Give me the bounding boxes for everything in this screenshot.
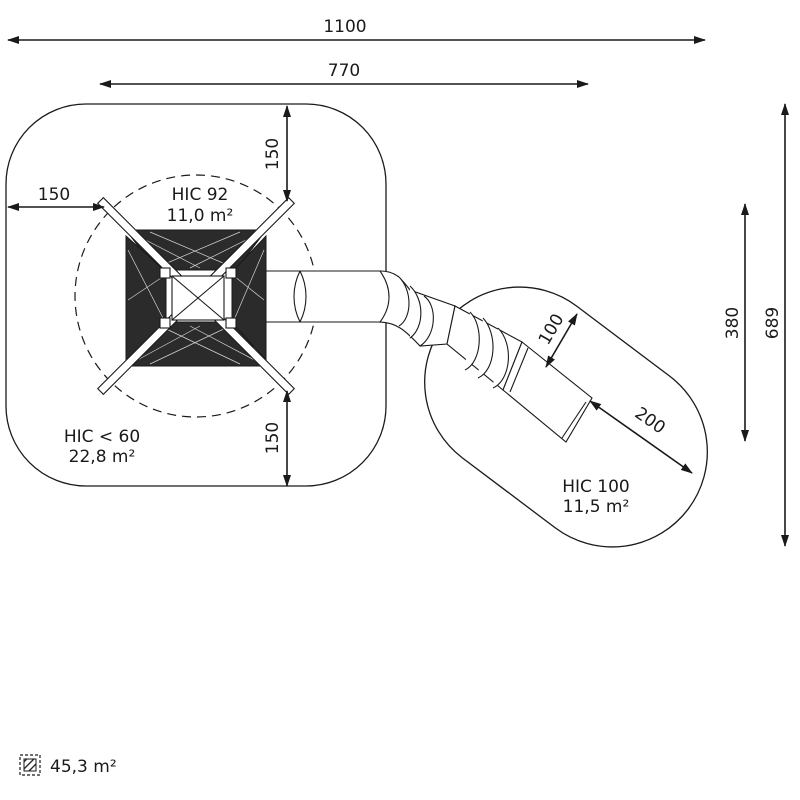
total-area-label: 45,3 m² [50,757,117,777]
top-margin-label: 150 [263,138,283,170]
overall-width-label: 1100 [323,17,366,37]
slide-zone-depth-label: 380 [723,307,743,339]
overall-depth-label: 689 [763,307,783,339]
left-margin-label: 150 [38,185,70,205]
slide-hic-area: 11,5 m² [563,497,630,517]
legend: 45,3 m² [19,754,117,777]
tower-hic-area: 11,0 m² [167,206,234,226]
slide-exit-width-label: 100 [535,310,569,348]
slide-exit-length-dimension-line [589,400,693,474]
base-hic-area: 22,8 m² [69,447,136,467]
slide-exit-width-dimension-line [545,313,578,368]
tower [96,196,296,396]
play-area-width-label: 770 [328,61,360,81]
base-hic-label: HIC < 60 [64,427,140,447]
hatched-area-icon [19,754,41,776]
slide-hic-label: HIC 100 [562,477,630,497]
slide [236,270,593,443]
tower-hic-label: HIC 92 [172,185,229,205]
bottom-margin-label: 150 [263,422,283,454]
